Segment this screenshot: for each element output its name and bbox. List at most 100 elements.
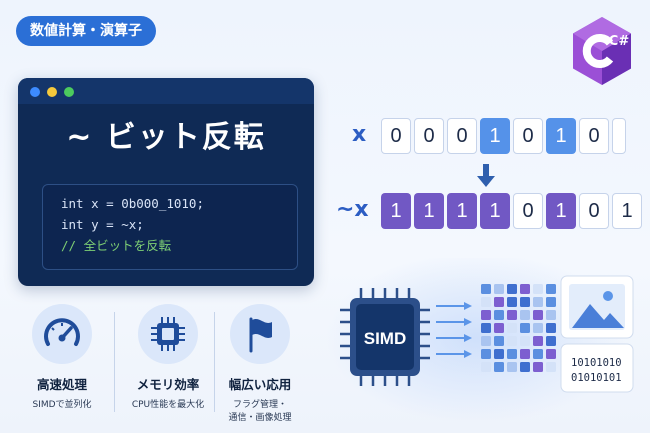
binary-panel [560,343,634,393]
bit-cell: 0 [513,193,543,229]
data-grid-cell [494,336,504,346]
code-block: int x = 0b000_1010; int y = ~x; // 全ビットを… [42,184,298,270]
bit-cell: 1 [546,193,576,229]
data-grid-cell [546,362,556,372]
simd-chip-icon: SIMD [340,288,430,386]
data-grid-cell [507,362,517,372]
binary-line-2: 01010101 [571,372,622,384]
bit-cell: 1 [447,193,477,229]
bit-cell: 0 [381,118,411,154]
simd-chip-label: SIMD [364,329,407,348]
data-grid-cell [546,336,556,346]
data-grid-cell [507,310,517,320]
feature-title: メモリ効率 [136,377,200,392]
data-grid-cell [481,336,491,346]
data-grid-cell [481,362,491,372]
feature-subtitle: CPU性能を最大化 [131,400,205,410]
data-grid-cell [533,336,543,346]
bit-cell: 0 [579,193,609,229]
bit-cell: 1 [480,118,510,154]
bit-cell: 1 [480,193,510,229]
feature-speed: 高速処理 SIMDで並列化 [12,304,112,412]
data-grid-cell [507,323,517,333]
data-grid-cell [481,297,491,307]
data-grid-cell [546,284,556,294]
x-label: x [352,122,367,147]
bit-cell: 0 [513,118,543,154]
data-grid-cell [533,323,543,333]
data-grid-cell [494,284,504,294]
data-grid-cell [481,349,491,359]
feature-subtitle: フラグ管理・ 通信・画像処理 [228,400,292,423]
window-dot-green [64,87,74,97]
code-line-1: int x = 0b000_1010; [61,196,204,211]
feature-applications: 幅広い応用 フラグ管理・ 通信・画像処理 [210,304,310,425]
window-dot-blue [30,87,40,97]
feature-title: 幅広い応用 [228,377,292,392]
bit-cell: 1 [612,193,642,229]
data-grid-cell [507,349,517,359]
data-grid-cell [546,297,556,307]
feature-divider [214,312,215,412]
data-grid [481,284,556,372]
feature-icon-circle [138,304,198,364]
data-grid-cell [520,310,530,320]
data-grid-cell [520,284,530,294]
arrow-down-icon [477,164,495,187]
data-grid-cell [481,310,491,320]
data-grid-cell [520,349,530,359]
not-x-label: ~x [336,197,369,222]
feature-icon-circle [32,304,92,364]
csharp-logo-icon: C# [573,17,631,85]
data-grid-cell [533,284,543,294]
data-grid-cell [507,297,517,307]
data-grid-cell [533,349,543,359]
window-title-bar [18,78,314,104]
data-grid-cell [494,297,504,307]
bit-cell: 1 [546,118,576,154]
feature-memory: メモリ効率 CPU性能を最大化 [118,304,218,412]
data-grid-cell [494,349,504,359]
data-grid-cell [520,362,530,372]
bit-cell: 1 [381,193,411,229]
data-grid-cell [533,310,543,320]
category-badge: 数値計算・演算子 [16,16,156,46]
data-grid-cell [481,323,491,333]
data-grid-cell [533,362,543,372]
logo-label: C# [609,34,630,49]
data-grid-cell [533,297,543,307]
data-grid-cell [520,323,530,333]
bit-cell: 0 [414,118,444,154]
data-grid-cell [546,310,556,320]
data-grid-cell [507,336,517,346]
data-grid-cell [507,284,517,294]
window-dot-yellow [47,87,57,97]
data-flow-arrows [436,302,472,358]
data-grid-cell [546,323,556,333]
feature-divider [114,312,115,412]
data-grid-cell [494,310,504,320]
simd-illustration: SIMD [326,258,634,423]
speedometer-icon [44,318,80,346]
data-grid-cell [481,284,491,294]
flag-icon [249,317,272,353]
image-icon [560,275,634,339]
code-line-2: int y = ~x; [61,217,144,232]
data-grid-cell [520,297,530,307]
feature-icon-circle [230,304,290,364]
feature-subtitle: SIMDで並列化 [32,400,92,410]
data-grid-cell [494,362,504,372]
bit-cell: 0 [579,118,609,154]
data-grid-cell [494,323,504,333]
feature-title: 高速処理 [36,377,87,392]
code-window: ~ ビット反転 int x = 0b000_1010; int y = ~x; … [18,78,314,286]
code-comment: // 全ビットを反転 [61,238,172,253]
data-grid-cell [546,349,556,359]
code-window-title: ~ ビット反転 [66,120,266,155]
data-grid-cell [520,336,530,346]
bit-cell: 0 [447,118,477,154]
bit-cell: 1 [414,193,444,229]
not-x-bit-row: 1 1 1 1 0 1 0 1 [381,193,642,229]
bit-cell-empty [612,118,626,154]
chip-icon [151,317,185,351]
